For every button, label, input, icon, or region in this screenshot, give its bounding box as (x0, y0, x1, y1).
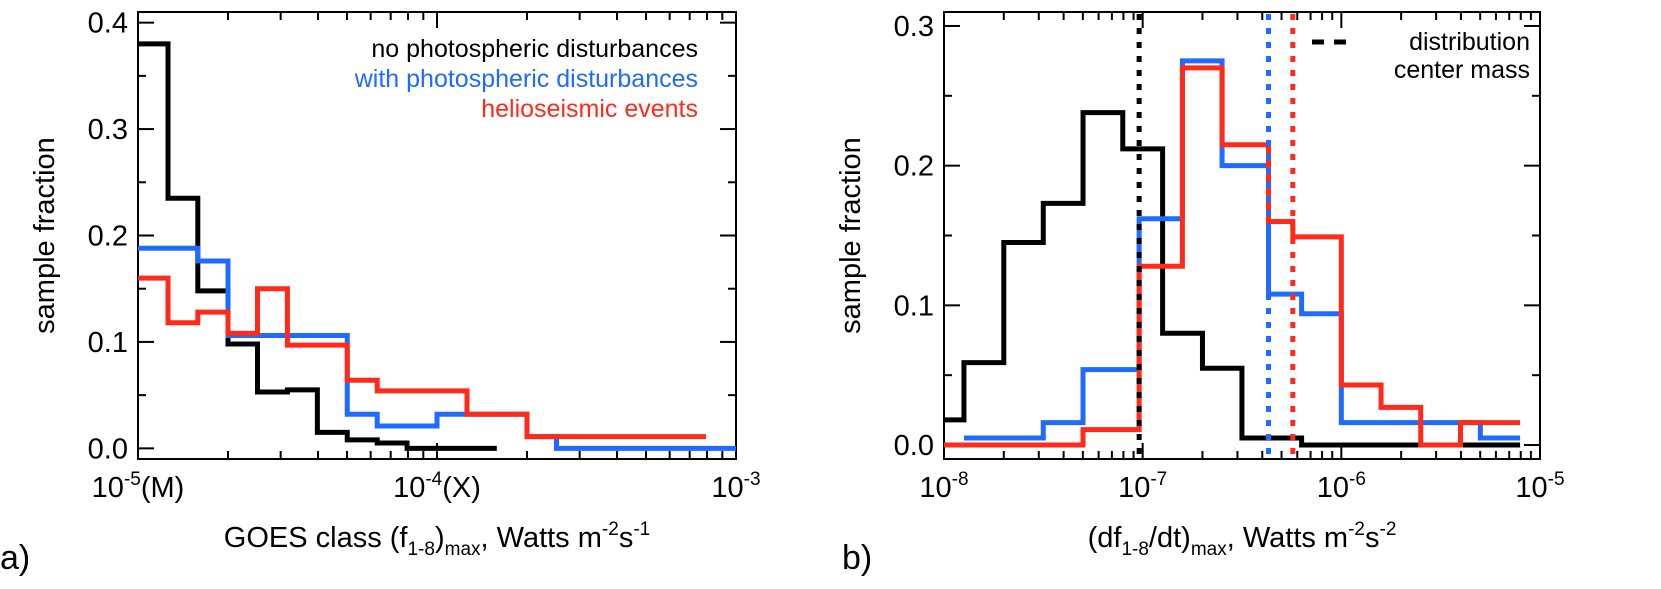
x-tick-label: 10-5(M) (92, 469, 185, 504)
panel-label: b) (842, 539, 872, 577)
histogram-series-black (944, 110, 1521, 448)
y-tick-label: 0.2 (894, 151, 934, 183)
x-tick-label: 10-5 (1515, 469, 1564, 504)
histogram-series-blue (963, 58, 1521, 441)
legend-entry: with photospheric disturbances (354, 65, 698, 93)
x-axis-title: GOES class (f1-8)max, Watts m-2s-1 (224, 519, 650, 560)
x-tick-label: 10-6 (1317, 469, 1366, 504)
x-axis-title: (df1-8/dt)max, Watts m-2s-2 (1088, 519, 1397, 560)
y-tick-label: 0.3 (88, 114, 128, 146)
y-tick-label: 0.3 (894, 11, 934, 43)
x-tick-label: 10-3 (711, 469, 760, 504)
y-tick-label: 0.2 (88, 221, 128, 253)
chart-panel-a: 0.0 0.1 0.2 0.3 0.4 10-5(M) 10-4(X) 10-3 sample … (0, 8, 761, 577)
chart-panel-b: 0.0 0.1 0.2 0.3 10-8 10-7 10-6 10-5 sample fract… (835, 11, 1565, 577)
x-tick-label: 10-4(X) (393, 469, 481, 504)
legend-entry: distribution (1409, 28, 1530, 56)
legend-entry: no photospheric disturbances (371, 35, 698, 63)
histogram-series-red (944, 65, 1521, 448)
y-tick-label: 0.1 (894, 290, 934, 322)
histogram-series-blue (138, 245, 736, 451)
y-tick-label: 0.1 (88, 327, 128, 359)
histogram-series-black (138, 41, 497, 451)
x-tick-label: 10-8 (919, 469, 968, 504)
y-tick-label: 0.0 (88, 433, 128, 465)
legend-entry: helioseismic events (481, 95, 698, 123)
histogram-series-red (138, 275, 707, 440)
x-tick-label: 10-7 (1118, 469, 1167, 504)
y-axis-title: sample fraction (835, 137, 867, 334)
y-axis-title: sample fraction (29, 137, 61, 334)
y-tick-label: 0.0 (894, 430, 934, 462)
y-tick-label: 0.4 (88, 8, 128, 40)
legend-entry: center mass (1394, 56, 1530, 84)
panel-label: a) (0, 539, 30, 577)
